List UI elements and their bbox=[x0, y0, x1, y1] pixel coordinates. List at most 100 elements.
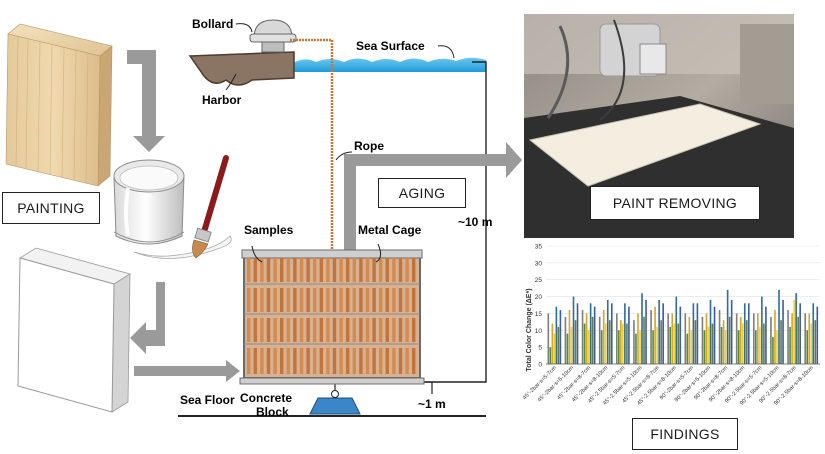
chart-bar bbox=[726, 289, 729, 364]
chart-bar bbox=[763, 323, 765, 364]
chart-bar bbox=[757, 313, 759, 364]
chart-bar bbox=[555, 306, 558, 364]
chart-bar bbox=[747, 303, 750, 364]
chart-bar bbox=[620, 320, 622, 364]
sample-strip bbox=[365, 258, 370, 282]
sample-strip bbox=[313, 348, 317, 374]
sample-strip bbox=[385, 348, 389, 374]
chart-bar bbox=[677, 323, 680, 364]
sample-strip bbox=[339, 348, 343, 374]
chart-bar bbox=[753, 313, 755, 364]
sample-strip bbox=[293, 348, 297, 374]
chart-bar bbox=[720, 326, 723, 364]
chart-bar bbox=[650, 310, 652, 364]
chart-bar bbox=[587, 330, 590, 364]
chart-bar bbox=[662, 303, 664, 364]
sample-strip bbox=[286, 318, 290, 342]
cage-pointer bbox=[375, 243, 382, 263]
sample-strip bbox=[405, 348, 409, 374]
sample-strip bbox=[253, 348, 257, 374]
chart-bar bbox=[703, 330, 706, 364]
chart-bar bbox=[551, 323, 554, 364]
sample-strip bbox=[392, 348, 396, 374]
sample-strip bbox=[266, 348, 271, 374]
harbor-illustration bbox=[188, 19, 297, 86]
concrete-block-label: Concrete Block bbox=[240, 391, 295, 419]
sample-strip bbox=[260, 288, 264, 312]
chart-ytick-label: 30 bbox=[535, 260, 543, 267]
chart-bar bbox=[654, 306, 656, 364]
chart-bar bbox=[675, 296, 678, 364]
chart-bar bbox=[797, 316, 799, 364]
chart-bar bbox=[741, 323, 744, 364]
chart-bar bbox=[735, 313, 738, 364]
chart-bar bbox=[774, 310, 776, 364]
sample-strip bbox=[412, 258, 416, 282]
sample-strip bbox=[253, 258, 257, 282]
sample-strip bbox=[280, 348, 284, 374]
chart-bar bbox=[606, 299, 609, 364]
depth-total-label: ~10 m bbox=[458, 215, 492, 229]
sample-strip bbox=[339, 318, 343, 342]
sample-strip bbox=[372, 288, 376, 312]
chart-bar bbox=[566, 333, 569, 364]
sample-strip bbox=[359, 348, 363, 374]
chart-bar bbox=[557, 326, 560, 364]
chart-bar bbox=[707, 326, 710, 364]
sample-strip bbox=[299, 258, 304, 282]
bollard-label: Bollard bbox=[192, 17, 233, 31]
chart-ytick-label: 35 bbox=[535, 244, 543, 251]
chart-bar bbox=[765, 306, 767, 364]
sample-strip bbox=[379, 348, 383, 374]
sample-strip bbox=[379, 318, 383, 342]
sample-strip bbox=[346, 258, 350, 282]
depth-line bbox=[422, 61, 487, 383]
sample-strip bbox=[280, 288, 284, 312]
chart-bar bbox=[761, 296, 763, 364]
sample-strip bbox=[260, 258, 264, 282]
chart-bar bbox=[547, 313, 550, 364]
sample-strip bbox=[332, 348, 337, 374]
concrete-block-illustration bbox=[309, 380, 361, 415]
sample-strip bbox=[372, 318, 376, 342]
sample-strip bbox=[266, 258, 271, 282]
sample-strip bbox=[365, 288, 370, 312]
chart-bar bbox=[780, 320, 782, 364]
sample-strip bbox=[379, 288, 383, 312]
sample-strip bbox=[385, 258, 389, 282]
chart-bar bbox=[679, 306, 682, 364]
sample-strip bbox=[392, 258, 396, 282]
chart-bar bbox=[705, 313, 708, 364]
sample-strip bbox=[299, 348, 304, 374]
chart-bar bbox=[633, 320, 635, 364]
sample-strip bbox=[332, 318, 337, 342]
chart-bar bbox=[686, 333, 689, 364]
chart-bar bbox=[652, 330, 654, 364]
harbor-label: Harbor bbox=[202, 93, 242, 107]
sample-strip bbox=[299, 318, 304, 342]
paint-brush-illustration bbox=[192, 155, 229, 259]
chart-bar bbox=[684, 313, 687, 364]
sample-strip bbox=[266, 288, 271, 312]
sample-strip bbox=[280, 318, 284, 342]
sample-strip bbox=[332, 288, 337, 312]
chart-bar bbox=[709, 299, 712, 364]
sample-strip bbox=[352, 348, 356, 374]
samples-label: Samples bbox=[244, 223, 294, 237]
chart-bar bbox=[608, 320, 611, 364]
chart-bar bbox=[645, 299, 647, 364]
chart-bar bbox=[701, 316, 704, 364]
chart-bar bbox=[671, 313, 674, 364]
sample-strip bbox=[260, 318, 264, 342]
sample-strip bbox=[286, 258, 290, 282]
sample-strip bbox=[365, 318, 370, 342]
sample-strip bbox=[372, 348, 376, 374]
chart-ytick-label: 5 bbox=[538, 345, 542, 352]
chart-bar bbox=[626, 323, 628, 364]
sample-strip bbox=[372, 258, 376, 282]
chart-bar bbox=[660, 320, 662, 364]
metal-cage bbox=[239, 249, 425, 385]
painted-board-illustration bbox=[17, 247, 131, 413]
chart-bar bbox=[572, 296, 575, 364]
chart-ylabel: Total Color Change (ΔE*) bbox=[526, 288, 533, 371]
